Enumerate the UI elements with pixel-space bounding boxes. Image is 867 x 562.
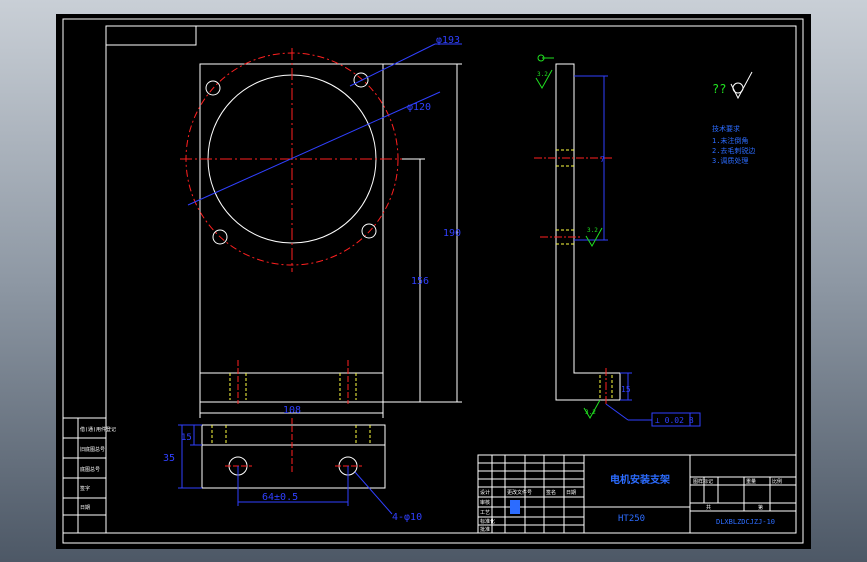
mount-hole bbox=[353, 72, 369, 88]
svg-text:第: 第 bbox=[758, 504, 763, 511]
svg-text:旧底图总号: 旧底图总号 bbox=[80, 446, 105, 453]
dim-height-190: 190 bbox=[443, 228, 461, 239]
svg-text:标准化: 标准化 bbox=[480, 518, 495, 525]
svg-text:工艺: 工艺 bbox=[480, 510, 490, 516]
surface-finish-marks bbox=[535, 54, 603, 419]
mount-hole bbox=[361, 223, 377, 239]
dim-height-35: 35 bbox=[163, 453, 175, 464]
svg-text:借(通)用件登记: 借(通)用件登记 bbox=[80, 426, 116, 433]
outer-frame bbox=[62, 18, 804, 544]
dim-height-15: 15 bbox=[181, 433, 192, 443]
model-space bbox=[56, 14, 811, 549]
svg-text:签名: 签名 bbox=[546, 489, 556, 496]
svg-text:比例: 比例 bbox=[772, 478, 782, 485]
svg-text:3.2: 3.2 bbox=[585, 409, 596, 416]
svg-text:7: 7 bbox=[600, 155, 605, 164]
drawing-number: DLXBLZDCJZJ-10 bbox=[716, 518, 775, 526]
code-box bbox=[105, 25, 197, 46]
side-table bbox=[62, 417, 107, 534]
material: HT250 bbox=[618, 514, 645, 524]
title-block-mark bbox=[510, 500, 520, 514]
svg-text:3.2: 3.2 bbox=[587, 227, 598, 234]
svg-text:批准: 批准 bbox=[480, 526, 490, 533]
svg-text:⊥ 0.02 B: ⊥ 0.02 B bbox=[655, 416, 694, 425]
tech-req-item: 2.去毛刺锐边 bbox=[712, 146, 755, 155]
front-view bbox=[180, 48, 402, 404]
base-thread-left bbox=[229, 373, 247, 400]
tech-req-heading: 技术要求 bbox=[712, 124, 740, 133]
drawing-title: 电机安装支架 bbox=[610, 473, 670, 486]
tech-req-item: 1.未注倒角 bbox=[712, 136, 748, 145]
dim-width-108: 108 bbox=[283, 405, 301, 416]
svg-text:签字: 签字 bbox=[80, 485, 90, 492]
dim-side-height: 15 bbox=[621, 385, 631, 394]
dim-height-156: 156 bbox=[411, 276, 429, 287]
svg-text:设计: 设计 bbox=[480, 489, 490, 496]
mount-hole bbox=[205, 80, 221, 96]
svg-text:3.2: 3.2 bbox=[537, 71, 548, 78]
svg-text:底图总号: 底图总号 bbox=[80, 466, 100, 473]
dim-bolt-circle: φ193 bbox=[436, 35, 460, 46]
tech-req-item: 3.调质处理 bbox=[712, 156, 748, 165]
title-block bbox=[477, 454, 797, 534]
svg-text:日期: 日期 bbox=[80, 505, 90, 511]
mount-hole bbox=[212, 229, 228, 245]
dim-hole-spacing: 64±0.5 bbox=[262, 492, 298, 503]
base-thread-right bbox=[339, 373, 357, 400]
svg-text:重量: 重量 bbox=[746, 478, 756, 485]
base-outline bbox=[201, 424, 386, 489]
svg-text:共: 共 bbox=[706, 504, 711, 511]
inner-frame bbox=[105, 25, 797, 534]
dim-base-holes: 4-φ10 bbox=[392, 512, 422, 523]
dim-bore: φ120 bbox=[407, 102, 431, 113]
svg-text:日期: 日期 bbox=[566, 490, 576, 496]
svg-text:更改文件号: 更改文件号 bbox=[507, 489, 532, 496]
svg-text:审核: 审核 bbox=[480, 499, 490, 506]
geometric-tolerance: ⊥ 0.02 B bbox=[651, 412, 701, 427]
general-roughness: ?? bbox=[712, 82, 726, 96]
svg-text:图样标记: 图样标记 bbox=[693, 478, 713, 485]
